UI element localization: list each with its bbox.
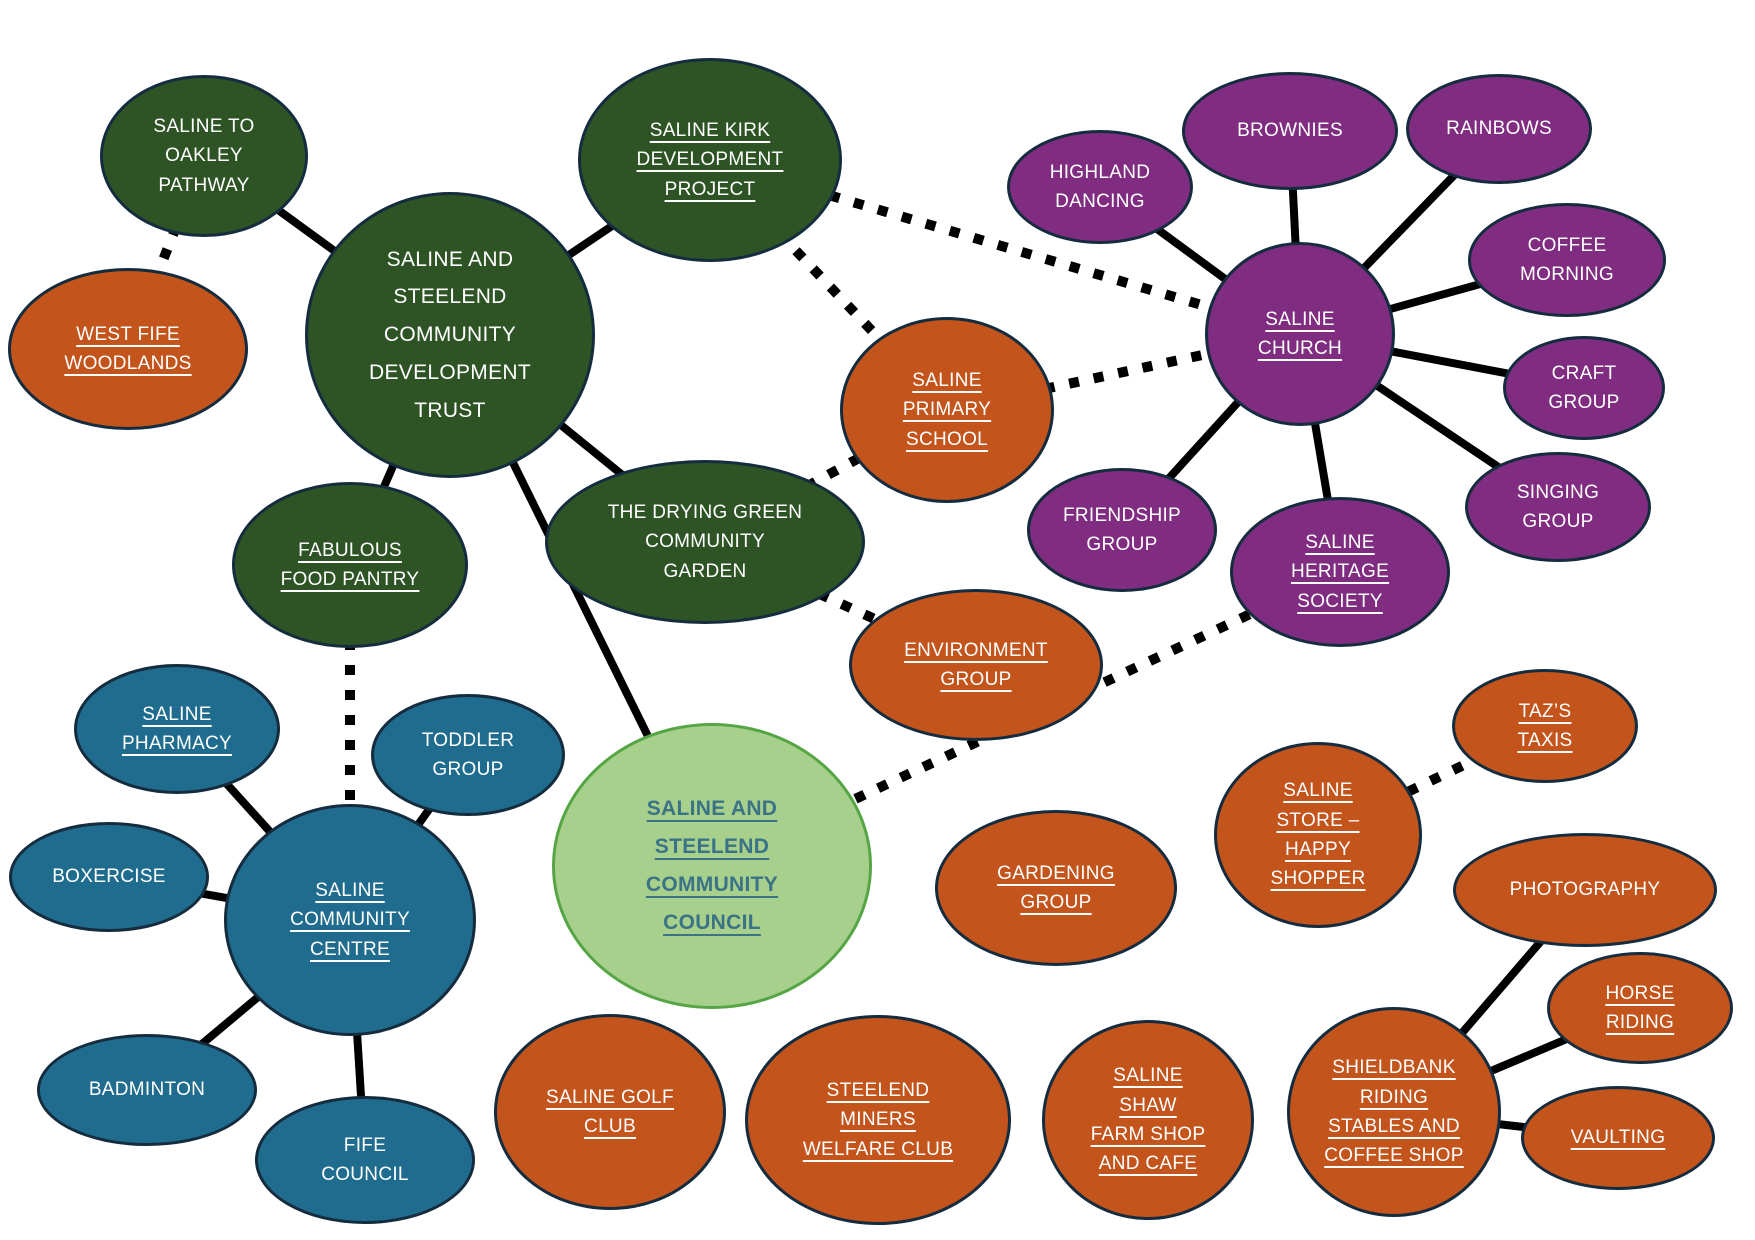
node-label-miners: STEELEND MINERS WELFARE CLUB bbox=[802, 1079, 954, 1160]
node-coffee: COFFEE MORNING bbox=[1468, 203, 1666, 317]
node-fife: FIFE COUNCIL bbox=[255, 1096, 475, 1224]
node-store: SALINE STORE – HAPPY SHOPPER bbox=[1214, 742, 1422, 928]
node-label-environment: ENVIRONMENT GROUP bbox=[904, 639, 1048, 690]
node-trust: SALINE AND STEELEND COMMUNITY DEVELOPMEN… bbox=[305, 192, 595, 478]
node-label-kirk: SALINE KIRK DEVELOPMENT PROJECT bbox=[636, 119, 784, 200]
node-pathway: SALINE TO OAKLEY PATHWAY bbox=[100, 75, 308, 237]
node-centre: SALINE COMMUNITY CENTRE bbox=[224, 804, 476, 1036]
node-label-school: SALINE PRIMARY SCHOOL bbox=[902, 369, 992, 450]
node-shaw: SALINE SHAW FARM SHOP AND CAFE bbox=[1042, 1020, 1254, 1220]
node-boxercise: BOXERCISE bbox=[9, 822, 209, 932]
node-label-craft: CRAFT GROUP bbox=[1548, 362, 1620, 413]
node-golf: SALINE GOLF CLUB bbox=[494, 1014, 726, 1210]
node-label-drying: THE DRYING GREEN COMMUNITY GARDEN bbox=[607, 501, 803, 582]
node-singing: SINGING GROUP bbox=[1465, 452, 1651, 562]
node-label-coffee: COFFEE MORNING bbox=[1520, 234, 1614, 285]
node-label-church: SALINE CHURCH bbox=[1257, 308, 1343, 359]
node-label-pharmacy: SALINE PHARMACY bbox=[121, 703, 233, 754]
node-label-westfife: WEST FIFE WOODLANDS bbox=[64, 323, 192, 374]
node-label-store: SALINE STORE – HAPPY SHOPPER bbox=[1270, 780, 1366, 890]
node-vaulting: VAULTING bbox=[1521, 1086, 1715, 1190]
node-label-singing: SINGING GROUP bbox=[1516, 481, 1600, 532]
node-brownies: BROWNIES bbox=[1182, 72, 1398, 190]
node-label-golf: SALINE GOLF CLUB bbox=[546, 1086, 674, 1137]
node-label-gardening: GARDENING GROUP bbox=[997, 862, 1115, 913]
node-label-pantry: FABULOUS FOOD PANTRY bbox=[280, 539, 420, 590]
node-westfife: WEST FIFE WOODLANDS bbox=[8, 268, 248, 430]
node-label-centre: SALINE COMMUNITY CENTRE bbox=[290, 879, 410, 960]
node-label-horse: HORSE RIDING bbox=[1605, 982, 1675, 1033]
node-miners: STEELEND MINERS WELFARE CLUB bbox=[745, 1015, 1011, 1225]
node-label-heritage: SALINE HERITAGE SOCIETY bbox=[1290, 531, 1390, 612]
node-label-highland: HIGHLAND DANCING bbox=[1049, 161, 1151, 212]
node-highland: HIGHLAND DANCING bbox=[1007, 130, 1193, 244]
node-council: SALINE AND STEELEND COMMUNITY COUNCIL bbox=[552, 723, 872, 1009]
node-label-pathway: SALINE TO OAKLEY PATHWAY bbox=[153, 115, 255, 196]
node-horse: HORSE RIDING bbox=[1547, 952, 1733, 1064]
node-label-badminton: BADMINTON bbox=[88, 1079, 206, 1101]
node-drying: THE DRYING GREEN COMMUNITY GARDEN bbox=[545, 460, 865, 624]
node-school: SALINE PRIMARY SCHOOL bbox=[840, 317, 1054, 503]
node-kirk: SALINE KIRK DEVELOPMENT PROJECT bbox=[578, 58, 842, 262]
node-gardening: GARDENING GROUP bbox=[935, 810, 1177, 966]
node-label-vaulting: VAULTING bbox=[1570, 1127, 1666, 1149]
node-label-boxercise: BOXERCISE bbox=[52, 866, 166, 888]
node-label-toddler: TODDLER GROUP bbox=[421, 729, 515, 780]
node-label-shaw: SALINE SHAW FARM SHOP AND CAFE bbox=[1090, 1065, 1206, 1175]
node-craft: CRAFT GROUP bbox=[1503, 336, 1665, 440]
node-label-trust: SALINE AND STEELEND COMMUNITY DEVELOPMEN… bbox=[369, 247, 531, 422]
node-label-brownies: BROWNIES bbox=[1237, 120, 1343, 142]
node-label-council: SALINE AND STEELEND COMMUNITY COUNCIL bbox=[645, 797, 779, 934]
node-friendship: FRIENDSHIP GROUP bbox=[1027, 468, 1217, 592]
node-heritage: SALINE HERITAGE SOCIETY bbox=[1230, 497, 1450, 647]
node-label-rainbows: RAINBOWS bbox=[1446, 118, 1552, 140]
node-photography: PHOTOGRAPHY bbox=[1453, 833, 1717, 947]
node-toddler: TODDLER GROUP bbox=[371, 694, 565, 816]
node-church: SALINE CHURCH bbox=[1205, 242, 1395, 426]
node-rainbows: RAINBOWS bbox=[1406, 74, 1592, 184]
node-pantry: FABULOUS FOOD PANTRY bbox=[232, 482, 468, 648]
node-badminton: BADMINTON bbox=[37, 1034, 257, 1146]
node-environment: ENVIRONMENT GROUP bbox=[849, 589, 1103, 741]
node-label-photography: PHOTOGRAPHY bbox=[1509, 879, 1661, 901]
node-label-fife: FIFE COUNCIL bbox=[321, 1134, 409, 1185]
node-label-shieldbank: SHIELDBANK RIDING STABLES AND COFFEE SHO… bbox=[1324, 1057, 1464, 1167]
node-label-friendship: FRIENDSHIP GROUP bbox=[1062, 504, 1182, 555]
node-shieldbank: SHIELDBANK RIDING STABLES AND COFFEE SHO… bbox=[1287, 1007, 1501, 1217]
node-label-taz: TAZ’S TAXIS bbox=[1517, 700, 1573, 751]
node-pharmacy: SALINE PHARMACY bbox=[74, 664, 280, 794]
node-taz: TAZ’S TAXIS bbox=[1452, 669, 1638, 783]
